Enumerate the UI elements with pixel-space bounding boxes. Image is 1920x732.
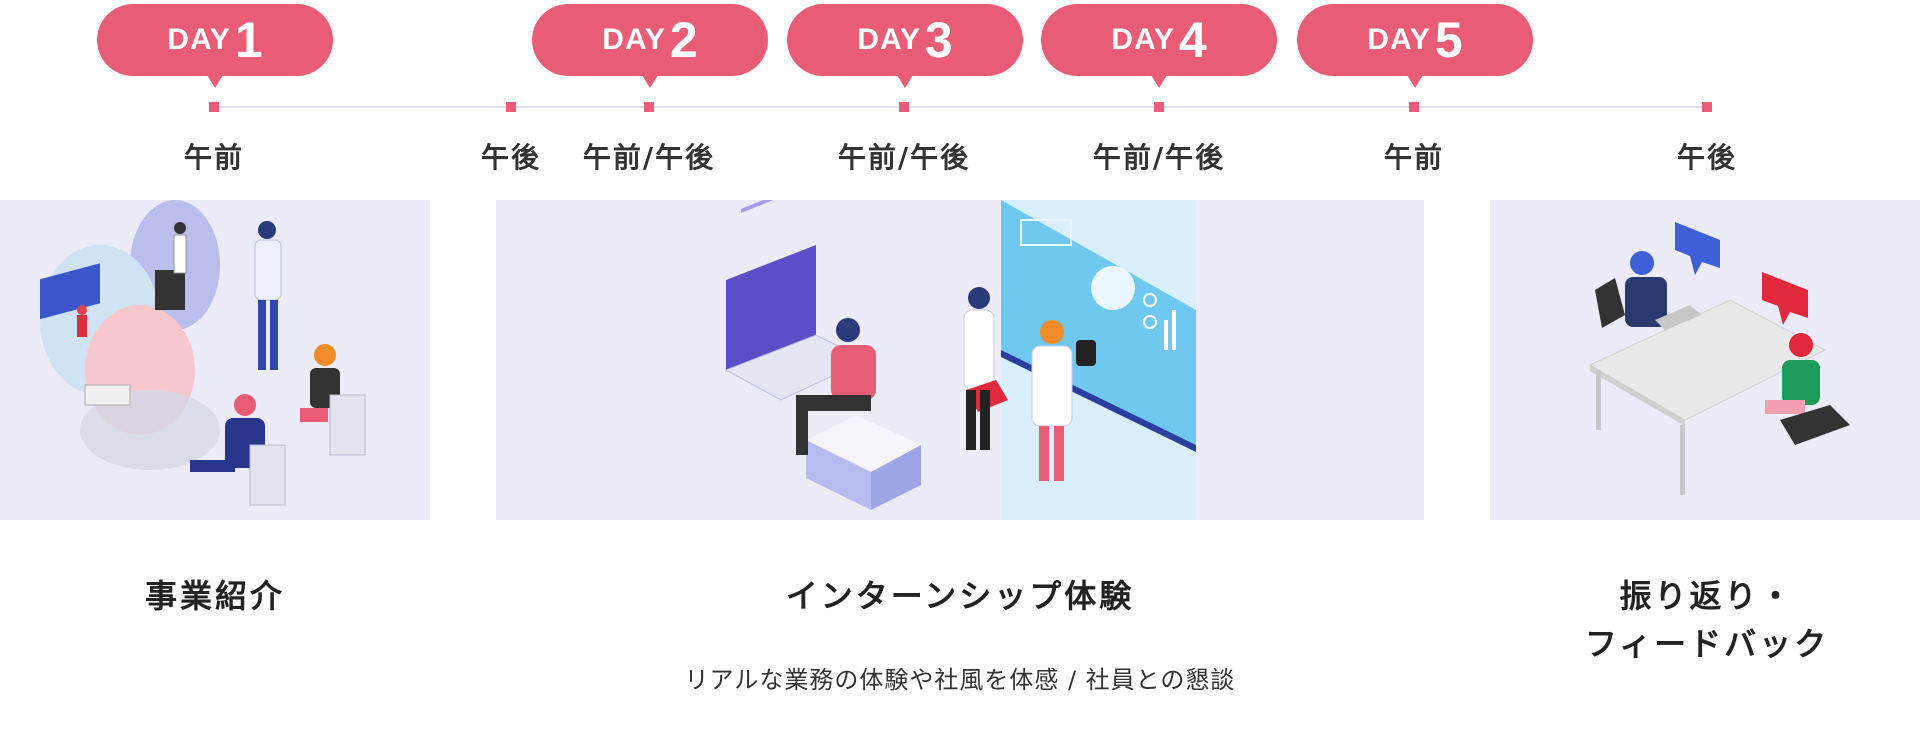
timeline-label-day2: 午前/午後 bbox=[582, 141, 716, 174]
timeline-label-day4: 午前/午後 bbox=[1092, 141, 1226, 174]
section-title-feedback-line2: フィードバック bbox=[1584, 625, 1830, 663]
internship-image bbox=[724, 200, 1196, 520]
section-title-business-intro: 事業紹介 bbox=[144, 577, 286, 615]
timeline-dot bbox=[644, 102, 654, 112]
feedback-illustration bbox=[1490, 200, 1920, 520]
timeline-dot bbox=[1409, 102, 1419, 112]
section-title-feedback: 振り返り・ フィードバック bbox=[1585, 572, 1829, 668]
timeline-dot bbox=[506, 102, 516, 112]
timeline-label-day3: 午前/午後 bbox=[837, 141, 971, 174]
timeline-label-day1-pm: 午後 bbox=[480, 141, 542, 174]
timeline-line bbox=[214, 106, 1706, 108]
timeline-label-day1-am: 午前 bbox=[183, 141, 245, 174]
internship-illustration bbox=[496, 200, 1424, 520]
section-title-feedback-line1: 振り返り・ bbox=[1619, 577, 1795, 615]
timeline-dot bbox=[209, 102, 219, 112]
business-intro-image bbox=[40, 200, 366, 506]
timeline-dot bbox=[899, 102, 909, 112]
timeline-dot bbox=[1702, 102, 1712, 112]
timeline-dot bbox=[1154, 102, 1164, 112]
timeline-label-day5-pm: 午後 bbox=[1676, 141, 1738, 174]
section-title-internship: インターンシップ体験 bbox=[785, 577, 1135, 615]
section-description-internship: リアルな業務の体験や社風を体感 / 社員との懇談 bbox=[684, 666, 1236, 694]
business-intro-illustration bbox=[0, 200, 430, 520]
timeline-label-day5-am: 午前 bbox=[1383, 141, 1445, 174]
feedback-image bbox=[1588, 222, 1850, 495]
